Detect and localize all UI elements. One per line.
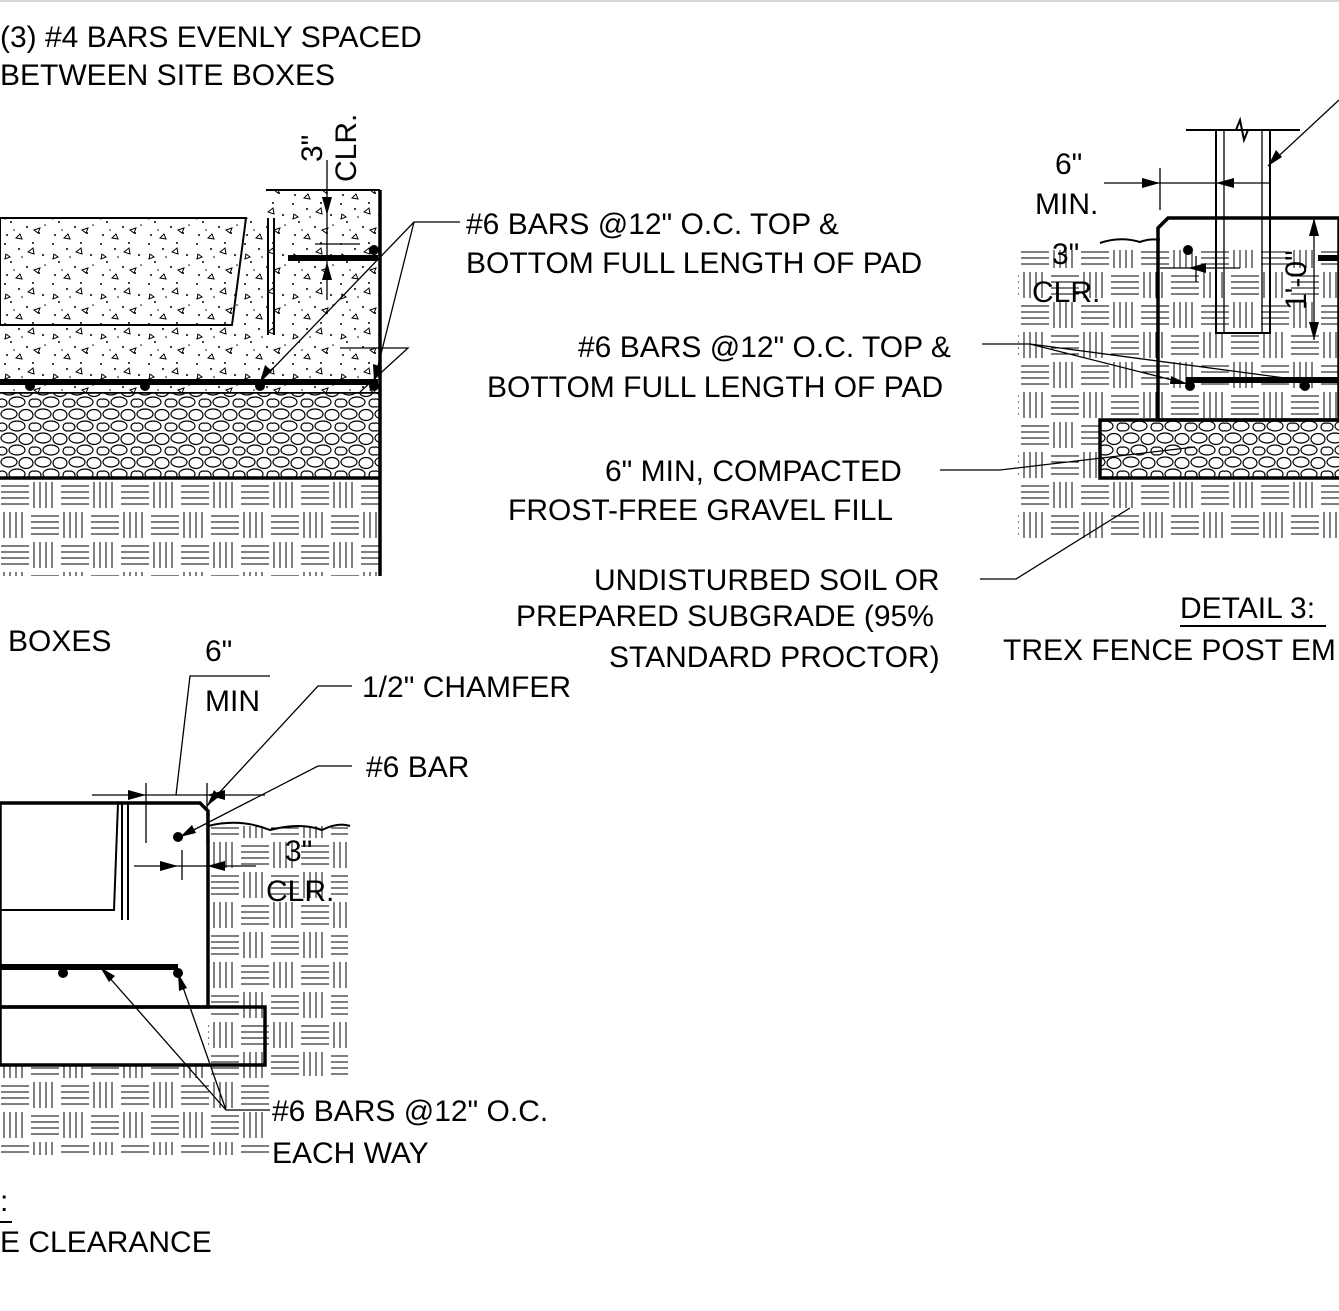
gravel-callout-line2: FROST-FREE GRAVEL FILL — [508, 494, 893, 527]
concrete-footing-detail3 — [1156, 216, 1339, 422]
pad-bars-callout-line2: BOTTOM FULL LENGTH OF PAD — [466, 247, 922, 280]
bottom-bar-dot — [140, 381, 150, 391]
soil-callout-line1: UNDISTURBED SOIL OR — [594, 564, 940, 597]
bar-dot — [1300, 381, 1310, 391]
bar-dot — [1183, 245, 1193, 255]
clear-dim-label-detail3: CLR. — [1032, 276, 1100, 309]
bottom-bar-dot — [25, 381, 35, 391]
evenly-spaced-callout-line1: (3) #4 BARS EVENLY SPACED — [0, 21, 422, 54]
site-box-left-bottom — [0, 802, 120, 911]
gravel-layer-detail3 — [1100, 420, 1339, 478]
clear-dim-value-left-top: 3" — [296, 135, 329, 162]
bar-dot — [1185, 381, 1195, 391]
min-dim-value-left-bottom: 6" — [205, 635, 232, 668]
gravel-layer-left-bottom — [0, 1005, 267, 1067]
top-bar-dot — [369, 245, 379, 255]
detail-title-line2-fragment: E CLEARANCE — [0, 1226, 212, 1259]
clear-dim-label-left-top: CLR. — [330, 114, 363, 182]
bottom-bar-dot — [255, 381, 265, 391]
each-way-callout-line2: EACH WAY — [272, 1137, 429, 1170]
soil-callout-line2: PREPARED SUBGRADE (95% — [516, 600, 934, 633]
detail-3: 6" MIN. 3" CLR. 1'-0" #6 BARS @12" O.C. … — [487, 99, 1339, 674]
pad-bars-callout-line1-detail3: #6 BARS @12" O.C. TOP & — [578, 331, 951, 364]
site-box-left-top — [0, 217, 248, 326]
detail-title-line1-fragment: : — [0, 1185, 8, 1218]
soil-layer-detail3 — [1018, 250, 1339, 542]
chamfer-callout: 1/2" CHAMFER — [362, 671, 571, 704]
gravel-callout-line1: 6" MIN, COMPACTED — [605, 455, 902, 488]
each-way-callout-line1: #6 BARS @12" O.C. — [272, 1095, 548, 1128]
detail3-title-line1: DETAIL 3: — [1180, 592, 1315, 625]
soil-callout-line3: STANDARD PROCTOR) — [609, 641, 940, 674]
clear-dim-value-detail3: 3" — [1052, 238, 1079, 271]
bottom-bar-dot — [369, 381, 379, 391]
clear-dim-value-left-bottom: 3" — [285, 835, 312, 868]
pad-bars-callout-line2-detail3: BOTTOM FULL LENGTH OF PAD — [487, 371, 943, 404]
soil-layer-left-bottom — [0, 1065, 270, 1155]
detail-left-top: 3" CLR. (3) #4 BARS EVENLY SPACED BETWEE… — [0, 21, 922, 576]
soil-side-left-bottom — [208, 826, 348, 1076]
detail-left-bottom: BOXES 6" MIN 3" CLR. 1/2" CHAMFER — [0, 625, 571, 1259]
bar-callout: #6 BAR — [366, 751, 469, 784]
bar-dot — [173, 832, 183, 842]
gravel-layer-left-top — [0, 392, 380, 478]
detail-title-fragment: BOXES — [8, 625, 111, 658]
depth-dim-detail3: 1'-0" — [1280, 250, 1313, 310]
soil-layer-left-top — [0, 478, 380, 576]
evenly-spaced-callout-line2: BETWEEN SITE BOXES — [0, 59, 335, 92]
detail3-title-line2: TREX FENCE POST EM — [1003, 634, 1336, 667]
concrete-pad-left-top — [0, 190, 380, 392]
concrete-pad-left-bottom — [0, 801, 210, 1009]
clear-dim-label-left-bottom: CLR. — [266, 875, 334, 908]
bar-dot — [58, 968, 68, 978]
min-dim-value-detail3: 6" — [1055, 148, 1082, 181]
min-dim-label-left-bottom: MIN — [205, 685, 260, 718]
pad-bars-callout-line1: #6 BARS @12" O.C. TOP & — [466, 208, 839, 241]
min-dim-label-detail3: MIN. — [1035, 188, 1098, 221]
